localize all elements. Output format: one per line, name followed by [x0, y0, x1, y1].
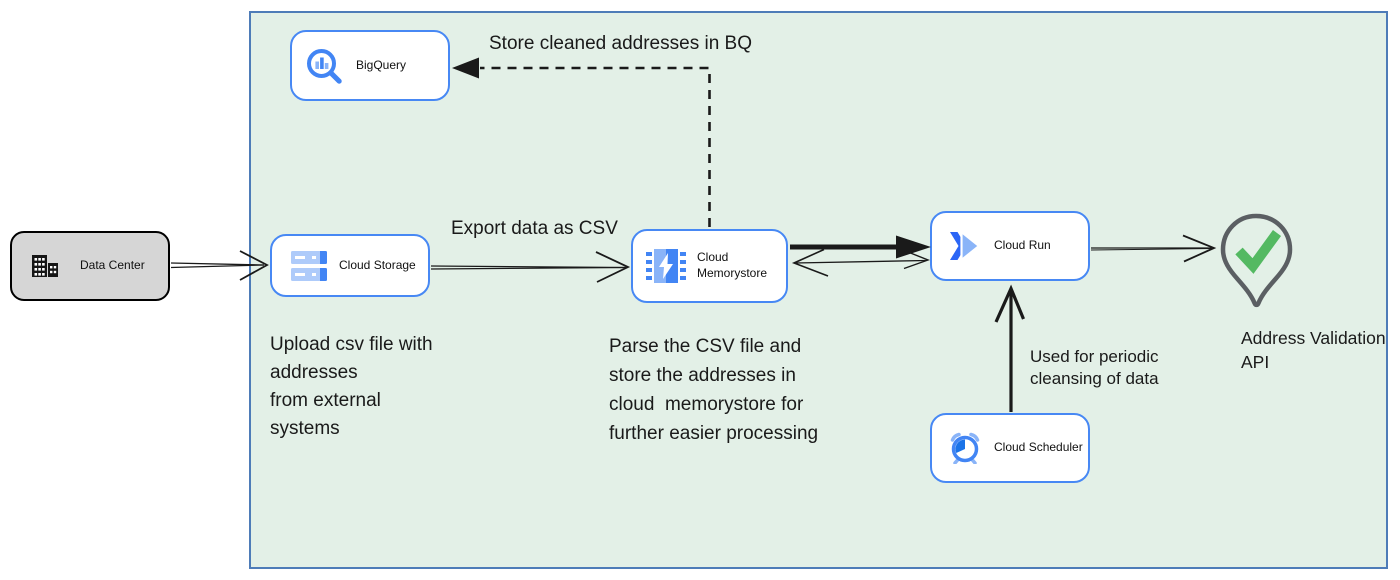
- node-data-center: Data Center: [10, 231, 170, 301]
- memorystore-chip-icon: [646, 249, 686, 283]
- node-label-cloud-scheduler: Cloud Scheduler: [994, 440, 1083, 455]
- node-label-cloud-run: Cloud Run: [994, 238, 1051, 253]
- node-bigquery: BigQuery: [290, 30, 450, 101]
- node-label-cloud-memorystore: Cloud Memorystore: [697, 250, 768, 280]
- annotation-parse-csv: Parse the CSV file and store the address…: [609, 336, 819, 444]
- node-label-cloud-storage: Cloud Storage: [339, 257, 416, 272]
- node-label-data-center: Data Center: [80, 258, 145, 273]
- annotation-export-data-csv: Export data as CSV: [451, 218, 618, 239]
- cloud-run-chevrons-icon: [950, 231, 980, 261]
- node-cloud-memorystore: Cloud Memorystore: [631, 229, 788, 303]
- node-cloud-storage: Cloud Storage: [270, 234, 430, 297]
- cloud-storage-icon: [291, 250, 327, 281]
- label-address-validation-api: Address Validation API: [1241, 328, 1386, 372]
- node-cloud-run: Cloud Run: [930, 211, 1090, 281]
- cloud-boundary: [249, 11, 1388, 569]
- bigquery-search-chart-icon: [305, 47, 343, 85]
- annotation-store-cleaned-addresses: Store cleaned addresses in BQ: [489, 33, 752, 54]
- annotation-upload-csv: Upload csv file with addresses from exte…: [270, 334, 433, 439]
- annotation-periodic-cleansing: Used for periodic cleansing of data: [1030, 347, 1159, 388]
- node-cloud-scheduler: Cloud Scheduler: [930, 413, 1090, 483]
- node-label-bigquery: BigQuery: [356, 57, 407, 72]
- scheduler-clock-icon: [949, 432, 981, 464]
- building-icon: [32, 255, 58, 277]
